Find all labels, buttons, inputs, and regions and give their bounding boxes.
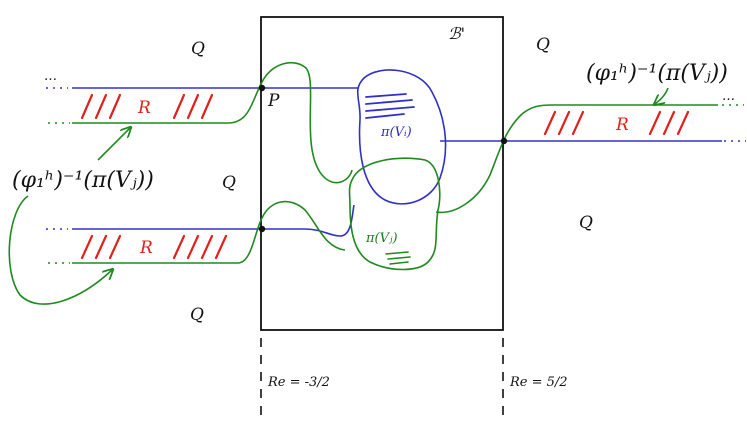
lower-left-r-label: R	[139, 238, 153, 258]
q-top-left: Q	[191, 39, 205, 59]
lower-left-blue-into-box	[262, 204, 355, 237]
ellipsis-upper-left: …	[44, 69, 57, 84]
box-label: ℬ'	[448, 24, 465, 43]
blob-pi-vi-label: π(Vᵢ)	[380, 125, 412, 140]
point-right	[500, 137, 508, 145]
preimage-right-label: (φ₁ʰ)⁻¹(π(Vⱼ))	[586, 61, 728, 86]
arrow-left-up	[97, 128, 130, 161]
preimage-left-label: (φ₁ʰ)⁻¹(π(Vⱼ))	[12, 168, 154, 193]
blob-pi-vj	[348, 157, 441, 271]
right-green-curve	[435, 104, 718, 214]
blob-pi-vj-label: π(Vⱼ)	[365, 231, 398, 246]
point-p	[258, 84, 266, 92]
right-r-label: R	[615, 115, 629, 135]
point-lower-left	[258, 225, 266, 233]
re-left-label: Re = -3/2	[267, 375, 330, 390]
q-bottom-left: Q	[190, 305, 204, 325]
q-mid-right: Q	[579, 213, 593, 233]
point-p-label: P	[267, 91, 280, 111]
blob-pi-vi-hatch	[365, 93, 415, 119]
upper-left-hatch	[80, 93, 214, 120]
q-top-right: Q	[536, 35, 550, 55]
upper-left-green-curve	[72, 61, 353, 184]
arrow-right-down	[655, 87, 669, 104]
blob-pi-vj-hatch	[385, 251, 411, 265]
right-hatch	[543, 110, 690, 136]
box-b-prime	[260, 16, 504, 331]
q-mid-left: Q	[222, 173, 236, 193]
ellipsis-right: …	[722, 89, 735, 104]
upper-left-r-label: R	[137, 98, 151, 118]
lower-left-hatch	[80, 234, 228, 260]
lower-left-green-curve	[72, 200, 346, 264]
re-right-label: Re = 5/2	[509, 375, 568, 390]
arrow-left-down	[8, 195, 112, 305]
blob-pi-vi	[356, 69, 447, 205]
